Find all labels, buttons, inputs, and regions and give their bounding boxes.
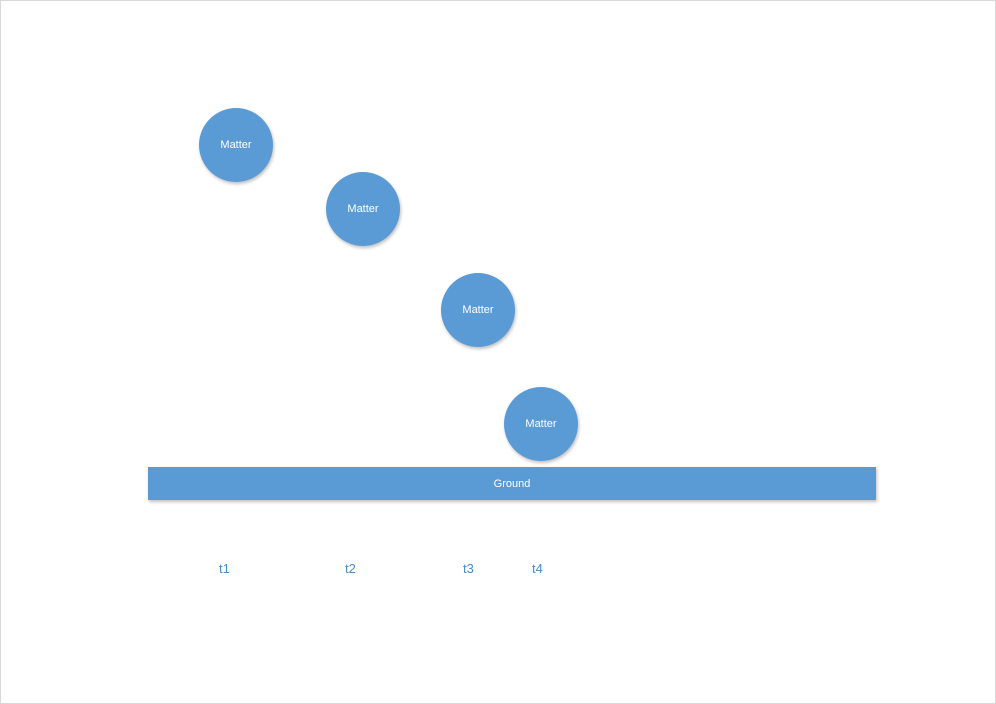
matter-circle-t3: Matter (441, 273, 515, 347)
matter-label: Matter (220, 139, 252, 151)
matter-circle-t4: Matter (504, 387, 578, 461)
matter-label: Matter (525, 418, 557, 430)
matter-circle-t2: Matter (326, 172, 400, 246)
time-label-t4: t4 (532, 561, 543, 576)
time-label-t1: t1 (219, 561, 230, 576)
time-label-t3: t3 (463, 561, 474, 576)
ground-bar: Ground (148, 467, 876, 500)
matter-label: Matter (462, 304, 494, 316)
matter-label: Matter (347, 203, 379, 215)
ground-label: Ground (493, 477, 531, 490)
matter-circle-t1: Matter (199, 108, 273, 182)
time-label-t2: t2 (345, 561, 356, 576)
